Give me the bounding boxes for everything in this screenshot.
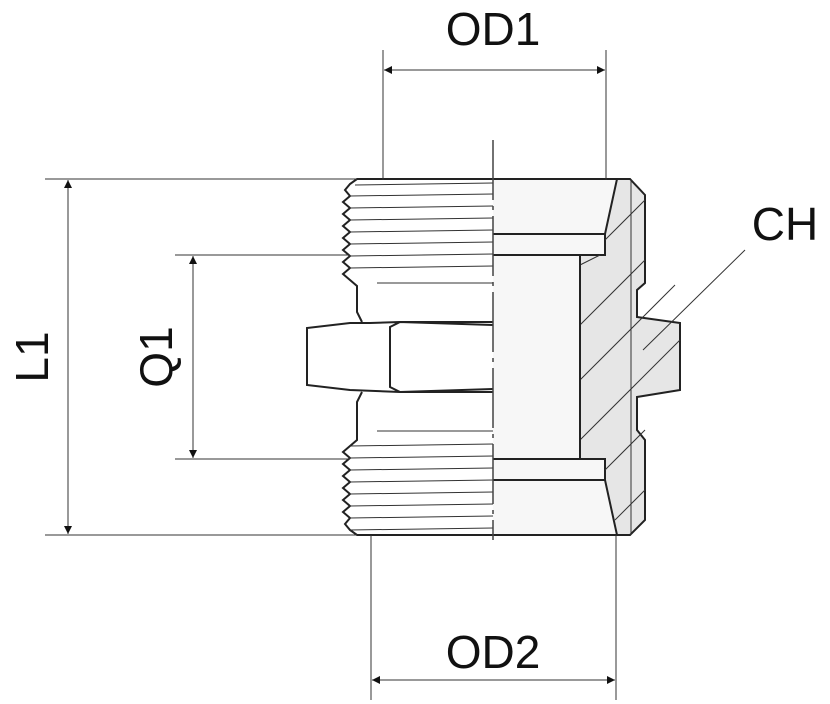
bottom-thread-profile	[341, 391, 493, 536]
q1-label: Q1	[130, 326, 182, 387]
ch-label: CH	[752, 198, 818, 250]
thread-lines	[349, 182, 494, 531]
dimensions	[45, 50, 746, 700]
od1-label: OD1	[446, 3, 541, 55]
l1-label: L1	[6, 331, 58, 382]
external-view	[306, 178, 494, 536]
top-thread-profile	[341, 178, 493, 323]
od2-label: OD2	[446, 626, 541, 678]
section-view	[493, 178, 681, 536]
hex	[306, 321, 494, 393]
hatch-lines	[579, 180, 681, 535]
